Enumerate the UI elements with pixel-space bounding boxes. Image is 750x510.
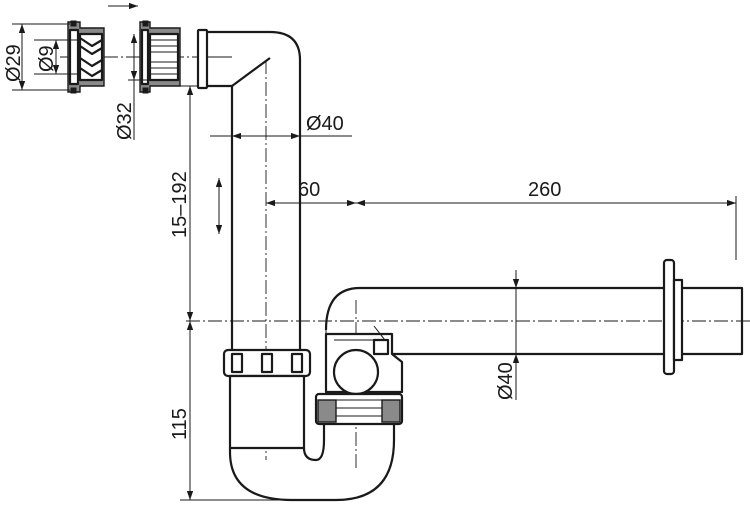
label-d40-vertical: Ø40 bbox=[306, 113, 344, 135]
reducer-cone-part bbox=[67, 20, 105, 94]
dimension-d40-horizontal: Ø40 bbox=[495, 270, 520, 400]
dimension-d40-vertical: Ø40 bbox=[210, 113, 352, 140]
label-d40-horizontal: Ø40 bbox=[495, 362, 517, 400]
label-d29: Ø29 bbox=[3, 44, 25, 82]
label-d9: Ø9 bbox=[36, 45, 58, 72]
label-height-range: 15–192 bbox=[169, 171, 191, 238]
label-d32: Ø32 bbox=[114, 102, 136, 140]
label-height-115: 115 bbox=[169, 408, 191, 440]
dimension-length-260: 260 bbox=[356, 179, 737, 260]
trap-tee-body bbox=[314, 325, 404, 440]
dimension-offset-60: 60 bbox=[266, 179, 356, 207]
inlet-union-nut bbox=[222, 348, 312, 450]
center-lines bbox=[60, 56, 750, 470]
dimension-d29: Ø29 bbox=[3, 23, 70, 91]
dimension-height-range: 15–192 bbox=[169, 85, 198, 321]
label-length-260: 260 bbox=[528, 179, 561, 201]
vertical-inlet-pipe bbox=[196, 28, 302, 360]
dimension-height-115: 115 bbox=[169, 321, 300, 501]
dimension-d9: Ø9 bbox=[34, 39, 80, 75]
connector-sleeve-part bbox=[139, 20, 181, 94]
label-offset-60: 60 bbox=[298, 179, 320, 201]
u-bend bbox=[228, 439, 396, 502]
dimension-d32: Ø32 bbox=[114, 34, 150, 140]
horizontal-outlet-pipe bbox=[324, 258, 744, 376]
